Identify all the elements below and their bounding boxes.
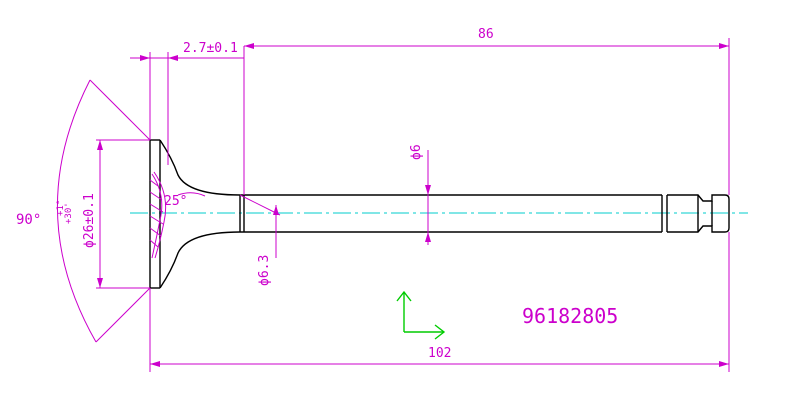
face-thickness-label: 2.7±0.1 bbox=[183, 41, 238, 56]
head-diameter-label: ϕ26±0.1 bbox=[82, 193, 97, 248]
arrowheads bbox=[97, 43, 729, 367]
dimension-lines bbox=[56, 38, 730, 372]
seat-angle-label: 90° bbox=[16, 212, 41, 228]
seat-tolerance-upper: +1° bbox=[56, 200, 66, 216]
stem-diameter-label: ϕ6 bbox=[409, 144, 424, 160]
overall-length-label: 102 bbox=[428, 346, 451, 361]
valve-outline bbox=[149, 139, 730, 289]
seat-tolerance-lower: +30' bbox=[64, 202, 74, 224]
neck-diameter-label: ϕ6.3 bbox=[257, 255, 272, 286]
seat-face-hatch bbox=[149, 171, 167, 259]
part-number: 96182805 bbox=[522, 304, 618, 328]
length-to-tip-label: 86 bbox=[478, 27, 494, 42]
fillet-angle-label: 25° bbox=[164, 194, 187, 209]
axis-indicator bbox=[396, 290, 446, 340]
